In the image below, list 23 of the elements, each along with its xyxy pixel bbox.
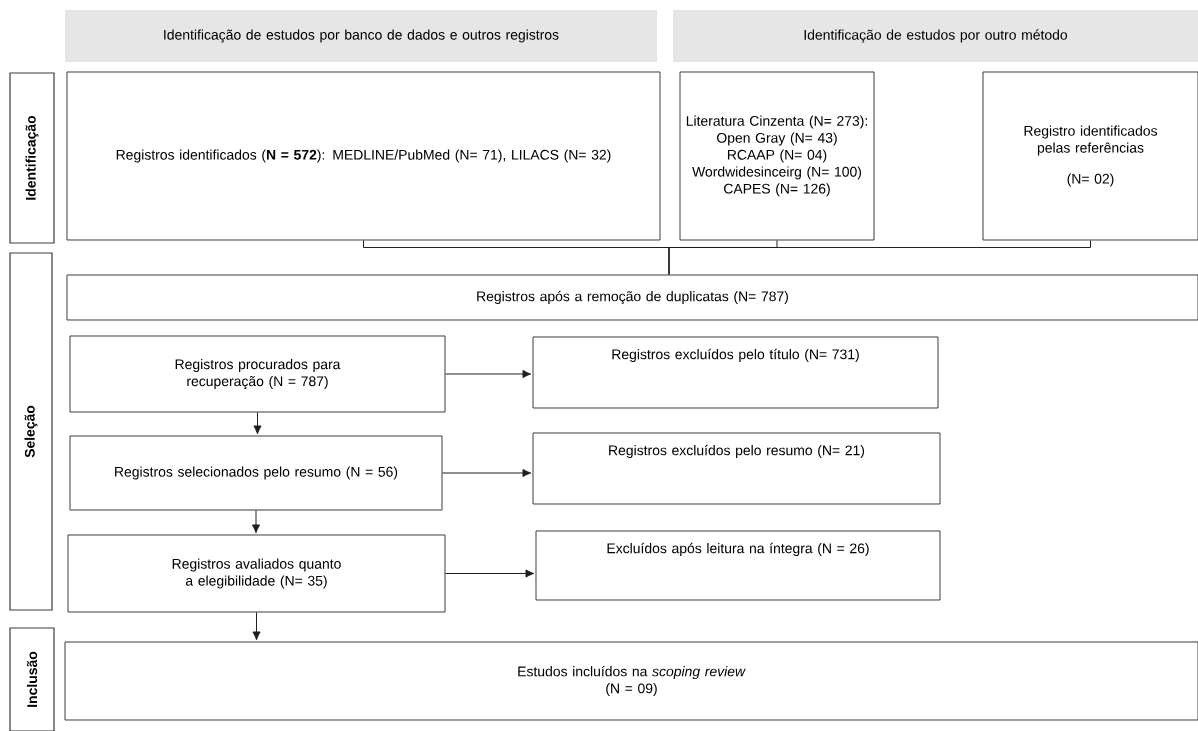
arrow (251, 510, 261, 534)
arrow (445, 569, 535, 578)
process-box: Registros após a remoção de duplicatas (N= 787) (66, 274, 1198, 321)
process-box: Estudos incluídos na scoping review (N = 09) (64, 641, 1198, 721)
bracket-line (668, 240, 1091, 275)
process-box: Excluídos após leitura na íntegra (N = 26) (535, 530, 941, 601)
process-box: Registros excluídos pelo título (N= 731) (532, 336, 939, 409)
arrow (445, 369, 532, 379)
section-header: Identificação de estudos por outro método (673, 10, 1198, 62)
phase-label: Identificação (9, 72, 55, 244)
arrow (442, 468, 532, 478)
process-box: Literatura Cinzenta (N= 273): Open Gray (N= 43) RCAAP (N= 04) Wordwidesinceirg (N= 100) CAPES (N= 126) (679, 71, 875, 241)
process-box: Registros procurados para recuperação (N = 787) (69, 335, 446, 413)
process-box: Registros avaliados quanto a elegibilidade (N= 35) (67, 534, 446, 613)
process-box: Registros excluídos pelo resumo (N= 21) (532, 432, 941, 505)
arrow (253, 412, 262, 435)
process-box: Registros identificados (N = 572): MEDLINE/PubMed (N= 71), LILACS (N= 32) (66, 71, 661, 241)
section-header: Identificação de estudos por banco de dados e outros registros (65, 10, 657, 62)
phase-label: Seleção (9, 252, 53, 611)
process-box: Registro identificados pelas referências (N= 02) (982, 71, 1198, 241)
arrow (252, 612, 261, 641)
phase-label: Inclusão (9, 627, 55, 731)
process-box: Registros selecionados pelo resumo (N = 56) (69, 435, 443, 511)
